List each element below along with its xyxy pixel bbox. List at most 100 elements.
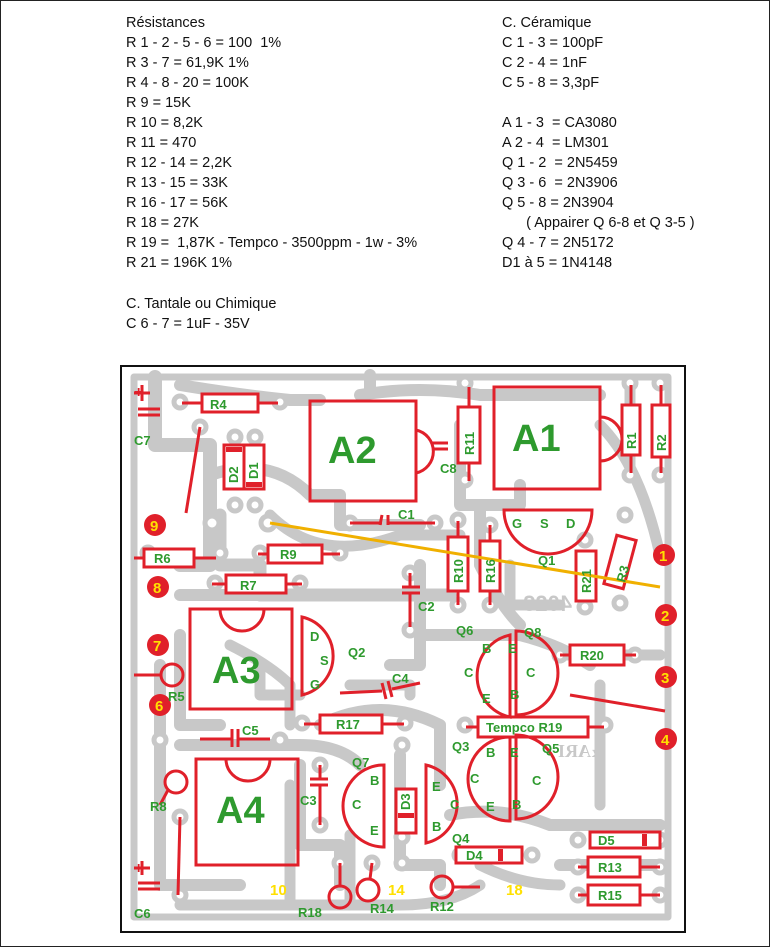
ic-a2-label: A2 xyxy=(328,430,377,472)
pin-3-label: 3 xyxy=(661,670,669,687)
pin-2 xyxy=(655,604,677,626)
pin-1-label: 1 xyxy=(659,548,667,565)
label-c1: C1 xyxy=(398,507,415,522)
label-r1: R1 xyxy=(624,432,639,449)
pcb-layout: 9 8 7 6 1 2 3 4 10 14 18 A2 A1 A3 A4 R4 … xyxy=(120,365,686,933)
ic-a1-label: A1 xyxy=(512,418,561,460)
q2-pin-s: S xyxy=(320,653,329,668)
label-r10: R10 xyxy=(451,559,466,583)
bom-line: A 1 - 3 = CA3080 xyxy=(502,115,617,131)
transistor-q2 xyxy=(300,615,335,697)
label-r8: R8 xyxy=(150,799,167,814)
diode-bands xyxy=(226,447,647,861)
label-r18: R18 xyxy=(298,905,322,920)
diode-d3 xyxy=(394,787,418,835)
label-c6: C6 xyxy=(134,906,151,921)
diode-d4 xyxy=(454,845,524,865)
resistor-r3 xyxy=(602,533,638,591)
transistor-q3 xyxy=(466,735,512,823)
q3-pin-b: B xyxy=(486,745,495,760)
polarity-c7: + xyxy=(134,384,143,401)
standing-resistors xyxy=(134,662,480,910)
q6-pin-c: C xyxy=(464,665,474,680)
bom-line: Q 1 - 2 = 2N5459 xyxy=(502,155,618,171)
label-c3: C3 xyxy=(300,793,317,808)
q4-pin-c: C xyxy=(450,797,460,812)
label-r9: R9 xyxy=(280,547,297,562)
pin-8 xyxy=(147,576,169,598)
pin-9-label: 9 xyxy=(150,518,158,535)
label-r5: R5 xyxy=(168,689,185,704)
label-r15: R15 xyxy=(598,888,622,903)
bom-line: R 3 - 7 = 61,9K 1% xyxy=(126,55,249,71)
ic-a2-body xyxy=(308,399,418,503)
bom-semiconductors: C. Céramique C 1 - 3 = 100pF C 2 - 4 = 1… xyxy=(502,13,695,273)
board-mark: &ARI xyxy=(558,741,606,761)
capacitor-layer xyxy=(134,385,448,891)
label-r3: R3 xyxy=(613,564,632,584)
transistor-q7 xyxy=(341,763,386,849)
bom-line: C 5 - 8 = 3,3pF xyxy=(502,75,600,91)
bom-line: A 2 - 4 = LM301 xyxy=(502,135,609,151)
pin-9 xyxy=(144,514,166,536)
resistor-layer xyxy=(134,385,672,907)
label-r19-tempco: Tempco R19 xyxy=(486,720,562,735)
pin-3 xyxy=(655,666,677,688)
bom-line: Q 5 - 8 = 2N3904 xyxy=(502,195,614,211)
bom-line: C 1 - 3 = 100pF xyxy=(502,35,604,51)
board-number: 4023 xyxy=(523,591,572,616)
transistor-q8 xyxy=(514,629,560,717)
q6-pin-b: B xyxy=(482,641,491,656)
ic-a3-label: A3 xyxy=(212,650,261,692)
bom-tantalum: C. Tantale ou Chimique C 6 - 7 = 1uF - 3… xyxy=(126,294,276,334)
bom-line: R 11 = 470 xyxy=(126,135,197,151)
ic-a3-notch xyxy=(218,608,266,633)
pin-8-label: 8 xyxy=(153,580,161,597)
bom-line: R 16 - 17 = 56K xyxy=(126,195,228,211)
pin-6-label: 6 xyxy=(155,698,163,715)
q2-pin-g: G xyxy=(310,677,320,692)
label-q5: Q5 xyxy=(542,741,559,756)
component-labels: R4 R6 R9 R7 R11 R1 R2 R10 R16 R21 R3 R20… xyxy=(134,397,669,921)
label-c4: C4 xyxy=(392,671,409,686)
bom-line: R 9 = 15K xyxy=(126,95,191,111)
transistor-layer xyxy=(300,508,594,849)
label-d4: D4 xyxy=(466,848,483,863)
label-q6: Q6 xyxy=(456,623,473,638)
bom-line: Résistances xyxy=(126,15,205,31)
q5-pin-c: C xyxy=(532,773,542,788)
pin-4 xyxy=(655,728,677,750)
wire-links xyxy=(176,426,666,896)
bom-line: C. Céramique xyxy=(502,15,592,31)
label-c8: C8 xyxy=(440,461,457,476)
label-r7: R7 xyxy=(240,578,257,593)
bom-line: C 2 - 4 = 1nF xyxy=(502,55,588,71)
label-q8: Q8 xyxy=(524,625,541,640)
label-r14: R14 xyxy=(370,901,395,916)
transistor-q4 xyxy=(424,763,459,845)
q4-pin-e: E xyxy=(432,779,441,794)
bom-line: Q 4 - 7 = 2N5172 xyxy=(502,235,614,251)
q8-pin-b: B xyxy=(510,687,519,702)
pin-7 xyxy=(147,634,169,656)
label-r16: R16 xyxy=(483,559,498,583)
bom-line: R 18 = 27K xyxy=(126,215,199,231)
label-r20: R20 xyxy=(580,648,604,663)
q5-pin-e: E xyxy=(510,745,519,760)
pin-4-label: 4 xyxy=(661,732,670,749)
resistor-r14 xyxy=(355,877,381,903)
pin-18-label: 18 xyxy=(506,882,523,899)
bom-line: C. Tantale ou Chimique xyxy=(126,296,277,312)
bom-line xyxy=(502,93,695,113)
ic-a4-notch xyxy=(224,758,272,783)
bom-line: R 4 - 8 - 20 = 100K xyxy=(126,75,249,91)
q4-pin-b: B xyxy=(432,819,441,834)
label-r6: R6 xyxy=(154,551,171,566)
q2-pin-d: D xyxy=(310,629,319,644)
ic-a3-body xyxy=(188,607,294,711)
ic-a4-body xyxy=(194,757,300,867)
q8-pin-c: C xyxy=(526,665,536,680)
label-d5: D5 xyxy=(598,833,615,848)
resistor-r8 xyxy=(163,769,189,795)
label-q4: Q4 xyxy=(452,831,470,846)
